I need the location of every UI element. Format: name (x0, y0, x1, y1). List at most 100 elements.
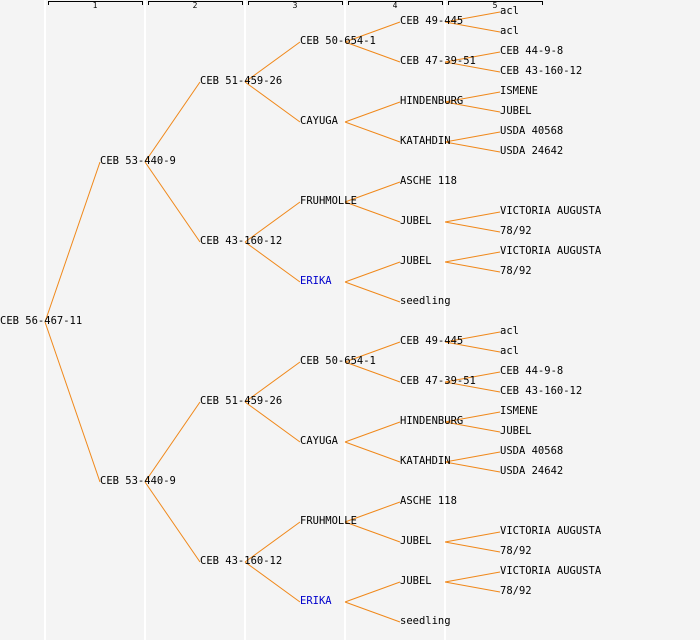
pedigree-link (444, 421, 501, 433)
ancestor-node[interactable]: CEB 47-39-51 (400, 55, 476, 67)
generation-bracket (448, 1, 543, 5)
ancestor-node[interactable]: CAYUGA (300, 435, 338, 447)
ancestor-node[interactable]: FRUHMOLLE (300, 515, 357, 527)
ancestor-node[interactable]: ERIKA (300, 275, 332, 287)
pedigree-link (344, 121, 401, 143)
ancestor-node[interactable]: JUBEL (400, 535, 432, 547)
ancestor-node[interactable]: 78/92 (500, 585, 532, 597)
ancestor-node[interactable]: CEB 50-654-1 (300, 355, 376, 367)
pedigree-link (444, 91, 501, 103)
pedigree-link (244, 81, 301, 123)
pedigree-link (344, 341, 401, 363)
pedigree-link (444, 131, 501, 143)
pedigree-link (244, 401, 301, 443)
pedigree-link (244, 561, 301, 603)
pedigree-link (444, 341, 501, 353)
ancestor-node[interactable]: HINDENBURG (400, 95, 464, 107)
pedigree-link (344, 181, 401, 203)
generation-number: 1 (92, 1, 98, 10)
column-divider (244, 0, 246, 640)
ancestor-node[interactable]: JUBEL (500, 425, 532, 437)
pedigree-link (44, 321, 101, 483)
ancestor-node[interactable]: USDA 24642 (500, 465, 564, 477)
ancestor-node[interactable]: VICTORIA AUGUSTA (500, 245, 602, 257)
ancestor-node[interactable]: 78/92 (500, 225, 532, 237)
ancestor-node[interactable]: ASCHE 118 (400, 175, 457, 187)
ancestor-node[interactable]: seedling (400, 615, 451, 627)
ancestor-node[interactable]: ERIKA (300, 595, 332, 607)
pedigree-link (144, 401, 201, 483)
pedigree-link (344, 501, 401, 523)
pedigree-link (244, 241, 301, 283)
generation-number: 5 (492, 1, 498, 10)
ancestor-node[interactable]: CEB 51-459-26 (200, 75, 283, 87)
ancestor-node[interactable]: CEB 43-160-12 (500, 385, 583, 397)
ancestor-node[interactable]: ISMENE (500, 85, 538, 97)
pedigree-link (444, 101, 501, 113)
pedigree-link (344, 201, 401, 223)
ancestor-node[interactable]: KATAHDIN (400, 455, 451, 467)
ancestor-node[interactable]: JUBEL (400, 575, 432, 587)
ancestor-node[interactable]: CEB 49-445 (400, 15, 464, 27)
pedigree-link (444, 531, 501, 543)
ancestor-node[interactable]: ISMENE (500, 405, 538, 417)
ancestor-node[interactable]: acl (500, 5, 519, 17)
ancestor-node[interactable]: acl (500, 345, 519, 357)
ancestor-node[interactable]: USDA 40568 (500, 125, 564, 137)
pedigree-link (444, 141, 501, 153)
ancestor-node[interactable]: acl (500, 25, 519, 37)
pedigree-link (444, 581, 501, 593)
pedigree-link (444, 221, 501, 233)
ancestor-node[interactable]: CEB 44-9-8 (500, 45, 564, 57)
ancestor-node[interactable]: ASCHE 118 (400, 495, 457, 507)
ancestor-node[interactable]: CEB 43-160-12 (500, 65, 583, 77)
column-divider (44, 0, 46, 640)
ancestor-node[interactable]: CEB 51-459-26 (200, 395, 283, 407)
ancestor-node[interactable]: CEB 43-160-12 (200, 235, 283, 247)
ancestor-node[interactable]: acl (500, 325, 519, 337)
ancestor-node[interactable]: 78/92 (500, 265, 532, 277)
pedigree-link (344, 261, 401, 283)
column-divider (144, 0, 146, 640)
pedigree-link (444, 461, 501, 473)
ancestor-node[interactable]: FRUHMOLLE (300, 195, 357, 207)
pedigree-link (444, 11, 501, 23)
ancestor-node[interactable]: VICTORIA AUGUSTA (500, 205, 602, 217)
ancestor-node[interactable]: CEB 53-440-9 (100, 475, 176, 487)
ancestor-node[interactable]: CEB 49-445 (400, 335, 464, 347)
pedigree-link (244, 521, 301, 563)
pedigree-link (344, 521, 401, 543)
column-divider (344, 0, 346, 640)
pedigree-link (244, 201, 301, 243)
pedigree-link (344, 101, 401, 123)
ancestor-node[interactable]: VICTORIA AUGUSTA (500, 525, 602, 537)
pedigree-link (444, 331, 501, 343)
pedigree-link (344, 441, 401, 463)
generation-bracket (48, 1, 143, 5)
ancestor-node[interactable]: JUBEL (400, 255, 432, 267)
ancestor-node[interactable]: seedling (400, 295, 451, 307)
pedigree-link (144, 161, 201, 243)
pedigree-link (444, 571, 501, 583)
ancestor-node[interactable]: CEB 50-654-1 (300, 35, 376, 47)
ancestor-node[interactable]: JUBEL (400, 215, 432, 227)
ancestor-node[interactable]: HINDENBURG (400, 415, 464, 427)
pedigree-link (344, 41, 401, 63)
ancestor-node[interactable]: 78/92 (500, 545, 532, 557)
ancestor-node[interactable]: CEB 47-39-51 (400, 375, 476, 387)
ancestor-node[interactable]: KATAHDIN (400, 135, 451, 147)
ancestor-node[interactable]: JUBEL (500, 105, 532, 117)
ancestor-node[interactable]: CEB 44-9-8 (500, 365, 564, 377)
ancestor-node[interactable]: USDA 40568 (500, 445, 564, 457)
pedigree-link (44, 161, 101, 323)
pedigree-link (444, 261, 501, 273)
ancestor-node[interactable]: USDA 24642 (500, 145, 564, 157)
ancestor-node[interactable]: VICTORIA AUGUSTA (500, 565, 602, 577)
ancestor-node[interactable]: CEB 53-440-9 (100, 155, 176, 167)
generation-number: 3 (292, 1, 298, 10)
ancestor-node[interactable]: CEB 43-160-12 (200, 555, 283, 567)
proband-node[interactable]: CEB 56-467-11 (0, 315, 83, 327)
generation-number: 2 (192, 1, 198, 10)
pedigree-link (444, 51, 501, 63)
ancestor-node[interactable]: CAYUGA (300, 115, 338, 127)
